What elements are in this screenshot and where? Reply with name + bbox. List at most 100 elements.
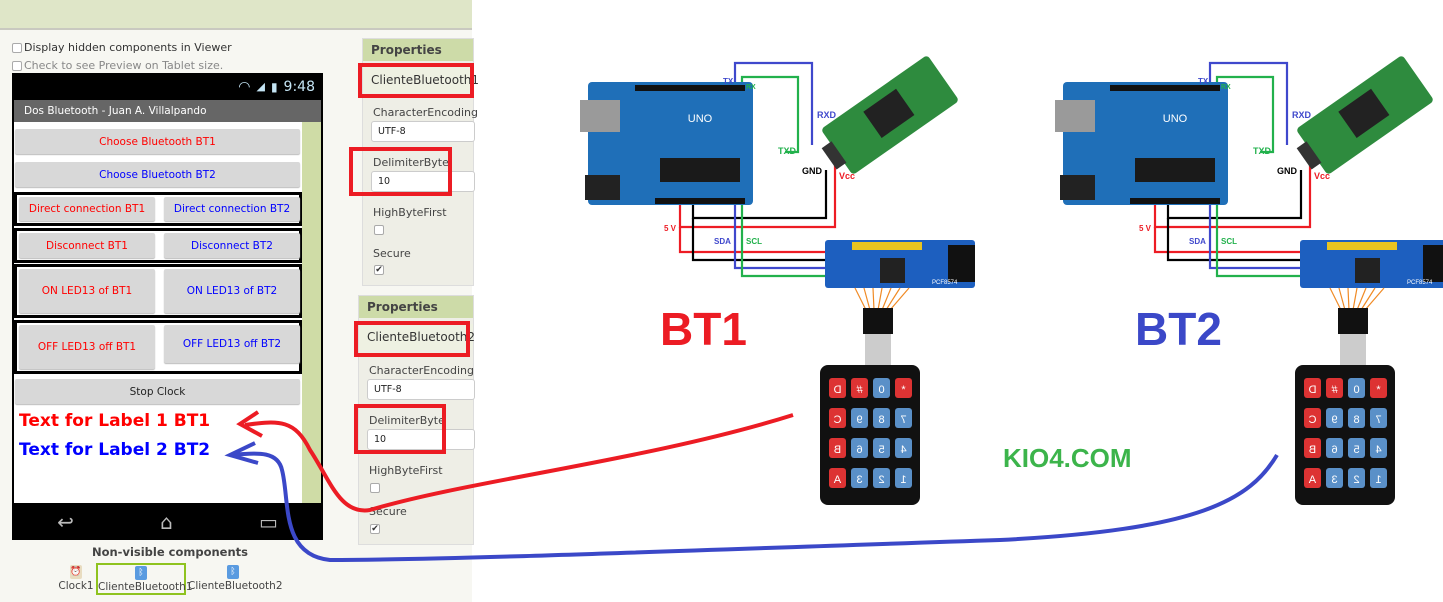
choose-bt1-button[interactable]: Choose Bluetooth BT1 [15, 129, 300, 154]
keypad-key [1370, 378, 1387, 398]
keypad-key-label: 2 [878, 474, 884, 486]
keypad [820, 365, 920, 505]
app-title: Dos Bluetooth - Juan A. Villalpando [14, 100, 321, 122]
keypad-key [851, 378, 868, 398]
display-hidden-checkbox[interactable]: Display hidden components in Viewer [12, 41, 232, 54]
direct-bt2-button[interactable]: Direct connection BT2 [164, 197, 300, 221]
keypad-key-label: 6 [856, 444, 862, 456]
label-tx: TX [723, 77, 734, 86]
stop-clock-button[interactable]: Stop Clock [15, 379, 300, 404]
label-sda: SDA [714, 237, 731, 246]
label-rx: RX [1221, 84, 1231, 91]
recents-icon[interactable]: ▭ [258, 509, 278, 534]
off-led-bt1-button[interactable]: OFF LED13 off BT1 [19, 325, 155, 369]
display-hidden-label: Display hidden components in Viewer [24, 41, 232, 54]
app-inventor-designer: Display hidden components in Viewer Chec… [0, 0, 479, 602]
checkbox-box[interactable] [12, 60, 22, 71]
off-led-bt2-button[interactable]: OFF LED13 off BT2 [164, 325, 300, 363]
char-encoding-input[interactable]: UTF-8 [371, 121, 475, 142]
keypad-key [1304, 378, 1321, 398]
ribbon-wire [1356, 287, 1367, 311]
keypad-connector [863, 308, 893, 334]
watermark-text: KIO4.COM [1003, 443, 1132, 473]
atmega-chip [1135, 158, 1215, 182]
keypad-key [1370, 408, 1387, 428]
secure-checkbox[interactable]: ✔ [374, 265, 384, 275]
keypad-key-label: 7 [1375, 414, 1381, 426]
keypad-key-label: # [1331, 384, 1338, 396]
keypad-key-label: 3 [856, 474, 862, 486]
ribbon-wire [1329, 287, 1342, 311]
keypad-key [1304, 468, 1321, 488]
on-led-bt2-button[interactable]: ON LED13 of BT2 [164, 269, 300, 313]
char-encoding-input[interactable]: UTF-8 [367, 379, 475, 400]
arduino-logo-text: UNO [1163, 113, 1188, 125]
keypad-key-label: # [856, 384, 863, 396]
back-icon[interactable]: ↩ [57, 509, 74, 534]
keypad-key [1348, 468, 1365, 488]
wire-scl [1215, 203, 1300, 278]
checkbox-box[interactable] [12, 42, 22, 53]
wire-rx [740, 75, 800, 154]
keypad-key [1370, 438, 1387, 458]
tablet-preview-checkbox[interactable]: Check to see Preview on Tablet size. [12, 59, 223, 72]
pcf-header [1327, 242, 1397, 250]
highlight-box [354, 404, 446, 454]
disconnect-bt2-button[interactable]: Disconnect BT2 [164, 233, 300, 258]
component-clock1[interactable]: ⏰Clock1 [58, 565, 94, 592]
keypad-key-label: * [901, 384, 906, 396]
pcf-label: PCF8574 [932, 280, 958, 286]
wire-gnd [1166, 170, 1303, 220]
keypad-key [851, 438, 868, 458]
header-top [635, 85, 745, 91]
wire-gnd [691, 170, 828, 220]
component-name: ClienteBluetooth2 [359, 324, 475, 350]
toolbar-strip [0, 0, 472, 30]
keypad-key [873, 438, 890, 458]
status-bar: ◠ ◢ ▮ 9:48 [12, 73, 323, 100]
bt-module [821, 56, 958, 174]
disconnect-bt1-button[interactable]: Disconnect BT1 [19, 233, 155, 258]
component-label: Clock1 [58, 580, 94, 592]
header-bottom [655, 198, 745, 204]
bt-module [1296, 56, 1433, 174]
direct-bt1-button[interactable]: Direct connection BT1 [19, 197, 155, 221]
choose-bt2-button[interactable]: Choose Bluetooth BT2 [15, 162, 300, 187]
on-led-bt1-button[interactable]: ON LED13 of BT1 [19, 269, 155, 313]
keypad-key-label: B [1309, 444, 1316, 456]
label-rxd: RXD [817, 110, 837, 120]
keypad-key [1326, 438, 1343, 458]
phone-preview: ◠ ◢ ▮ 9:48 Dos Bluetooth - Juan A. Villa… [12, 73, 323, 540]
keypad-key-label: 0 [878, 384, 884, 396]
highbyte-first-checkbox[interactable] [370, 483, 380, 493]
ribbon-wire [877, 287, 883, 311]
keypad-key [829, 378, 846, 398]
keypad-key-label: D [1308, 384, 1316, 396]
keypad-key-label: C [1308, 414, 1316, 426]
bt-pins [1296, 141, 1322, 170]
keypad-key [1326, 468, 1343, 488]
highbyte-first-checkbox[interactable] [374, 225, 384, 235]
home-icon[interactable]: ⌂ [160, 509, 173, 534]
label-scl: SCL [746, 237, 762, 246]
wire-5v-pcf [678, 227, 825, 254]
keypad-key-label: 9 [856, 414, 862, 426]
keypad-key-label: 4 [1375, 444, 1381, 456]
bluetooth-icon: ᛒ [227, 565, 239, 579]
properties-panel-1: Properties ClienteBluetooth1 CharacterEn… [362, 38, 479, 286]
keypad-key [873, 378, 890, 398]
keypad-key-label: 0 [1353, 384, 1359, 396]
secure-checkbox[interactable]: ✔ [370, 524, 380, 534]
pcf8574-board [1300, 240, 1443, 288]
pcf8574-board [825, 240, 975, 288]
keypad-key-label: 1 [900, 474, 906, 486]
power-jack [1060, 175, 1095, 200]
label-txd: TXD [1253, 146, 1272, 156]
wire-scl [740, 203, 825, 278]
ribbon-wire [872, 287, 875, 311]
component-label: ClienteBluetooth2 [188, 580, 283, 592]
